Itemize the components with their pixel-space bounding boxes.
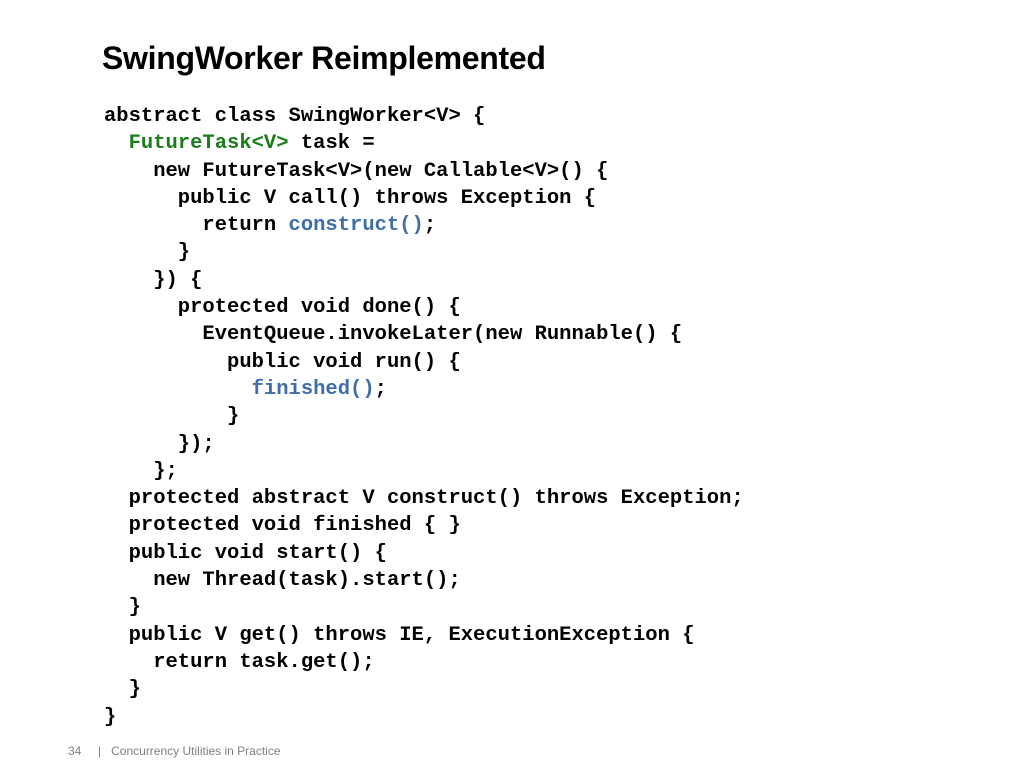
footer-separator: | — [98, 744, 102, 758]
code-token: public V call() throws Exception { — [104, 186, 597, 210]
slide-title: SwingWorker Reimplemented — [102, 40, 546, 76]
code-token: EventQueue.invokeLater(new Runnable() { — [104, 323, 683, 347]
code-block: abstract class SwingWorker<V> { FutureTa… — [104, 103, 744, 731]
code-line: public V call() throws Exception { — [104, 185, 744, 212]
code-token: } — [104, 596, 141, 620]
code-token: protected void finished { } — [104, 514, 461, 538]
code-token: public V get() throws IE, ExecutionExcep… — [104, 623, 695, 647]
code-token: } — [104, 241, 191, 265]
slide-footer: 34 | Concurrency Utilities in Practice — [68, 744, 281, 758]
code-line: public V get() throws IE, ExecutionExcep… — [104, 622, 744, 649]
code-line: }; — [104, 458, 744, 485]
code-token: } — [104, 405, 240, 429]
code-token: }; — [104, 459, 178, 483]
code-token: public void run() { — [104, 350, 461, 374]
code-token-highlight: finished() — [251, 377, 375, 401]
code-line: new Thread(task).start(); — [104, 567, 744, 594]
code-line: return construct(); — [104, 212, 744, 239]
code-line: }); — [104, 431, 744, 458]
code-line: } — [104, 676, 744, 703]
code-token: return — [104, 214, 289, 238]
code-token: abstract class SwingWorker<V> { — [104, 105, 486, 128]
code-line: EventQueue.invokeLater(new Runnable() { — [104, 321, 744, 348]
code-line: } — [104, 239, 744, 266]
code-token: } — [104, 678, 141, 702]
code-line: return task.get(); — [104, 649, 744, 676]
code-token: }) { — [104, 268, 203, 292]
code-line: protected abstract V construct() throws … — [104, 485, 744, 512]
code-line: } — [104, 594, 744, 621]
code-token-highlight: construct() — [288, 214, 424, 238]
code-token: new FutureTask<V>(new Callable<V>() { — [104, 159, 609, 183]
code-token-highlight: FutureTask<V> — [128, 132, 289, 156]
code-token — [104, 132, 129, 155]
code-line: } — [104, 704, 744, 731]
code-line: FutureTask<V> task = — [104, 130, 744, 157]
code-token: ; — [374, 377, 387, 401]
code-token: } — [104, 705, 117, 729]
code-token: protected void done() { — [104, 296, 461, 320]
code-token: public void start() { — [104, 541, 387, 565]
code-line: public void run() { — [104, 349, 744, 376]
code-line: } — [104, 403, 744, 430]
code-token: }); — [104, 432, 215, 456]
code-line: public void start() { — [104, 540, 744, 567]
code-token: protected abstract V construct() throws … — [104, 487, 744, 511]
code-token — [104, 378, 252, 401]
page-number: 34 — [68, 744, 82, 758]
code-line: protected void done() { — [104, 294, 744, 321]
code-token: task = — [288, 132, 375, 156]
code-line: }) { — [104, 267, 744, 294]
footer-text: Concurrency Utilities in Practice — [111, 744, 281, 758]
code-token: ; — [423, 214, 437, 238]
code-token: return task.get(); — [104, 650, 375, 674]
code-line: abstract class SwingWorker<V> { — [104, 103, 744, 130]
code-token: new Thread(task).start(); — [104, 569, 461, 593]
code-line: protected void finished { } — [104, 512, 744, 539]
code-line: new FutureTask<V>(new Callable<V>() { — [104, 158, 744, 185]
code-line: finished(); — [104, 376, 744, 403]
